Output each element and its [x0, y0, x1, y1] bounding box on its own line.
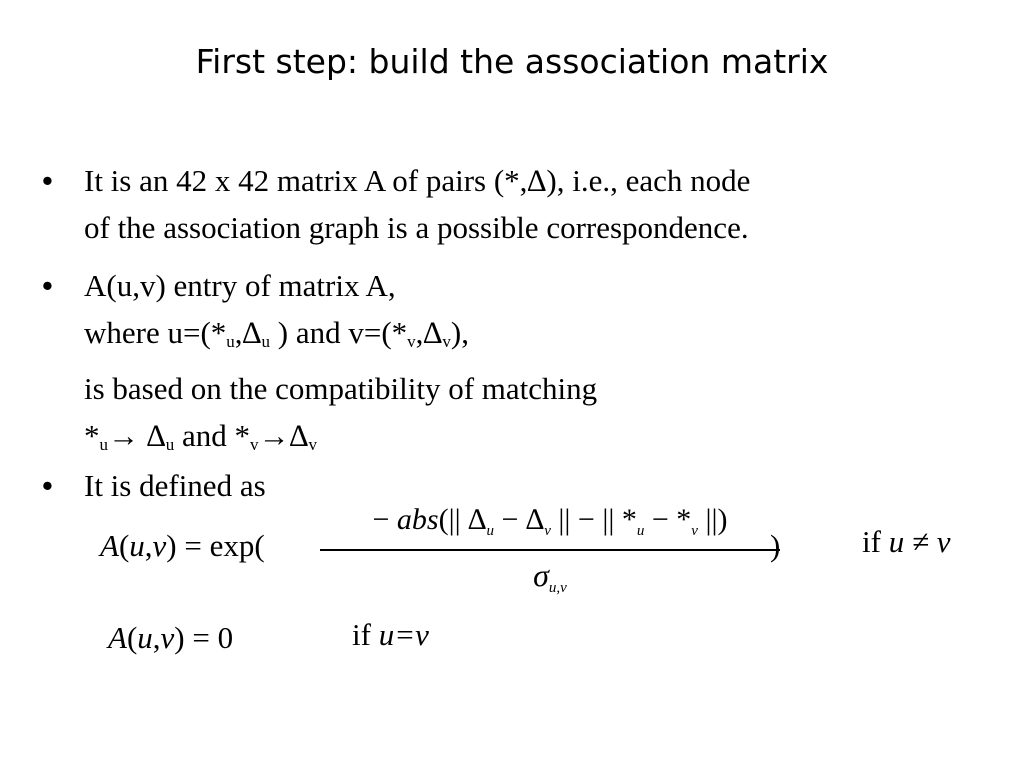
formula-2-lhs: A(u,v) = 0: [108, 620, 234, 655]
bullet-line: It is defined as: [84, 468, 266, 503]
formula-1-rparen: ): [770, 528, 781, 563]
bullet-text: A(u,v) entry of matrix A, where u=(*u,∆u…: [84, 262, 597, 468]
bullet-dot: •: [42, 163, 53, 198]
bullet-line: is based on the compatibility of matchin…: [84, 371, 598, 406]
formula-1-condition: if u ≠ v: [862, 524, 951, 559]
bullet-text: It is defined as: [84, 462, 266, 509]
bullet-line: *u→ ∆u and *v→∆v: [84, 418, 317, 454]
page-title: First step: build the association matrix: [195, 42, 829, 81]
bullet-dot: •: [42, 268, 53, 303]
bullet-text: It is an 42 x 42 matrix A of pairs (*,∆)…: [84, 157, 750, 251]
bullet-dot: •: [42, 468, 53, 503]
fraction-numerator: − abs(|| ∆u − ∆v || − || *u − *v ||): [372, 503, 728, 539]
formula-1-lhs: A(u,v) = exp(: [100, 528, 265, 563]
fraction-denominator: σu,v: [533, 557, 567, 596]
bullet-item-2: • A(u,v) entry of matrix A, where u=(*u,…: [42, 262, 597, 468]
bullet-line: where u=(*u,∆u ) and v=(*v,∆v),: [84, 315, 469, 351]
formula-2-condition: if u=v: [352, 617, 429, 652]
bullet-item-1: • It is an 42 x 42 matrix A of pairs (*,…: [42, 157, 750, 251]
fraction-bar: [320, 549, 780, 551]
bullet-line: A(u,v) entry of matrix A,: [84, 268, 396, 303]
bullet-line: of the association graph is a possible c…: [84, 210, 749, 245]
bullet-line: It is an 42 x 42 matrix A of pairs (*,∆)…: [84, 163, 751, 198]
bullet-item-3: • It is defined as: [42, 462, 266, 509]
